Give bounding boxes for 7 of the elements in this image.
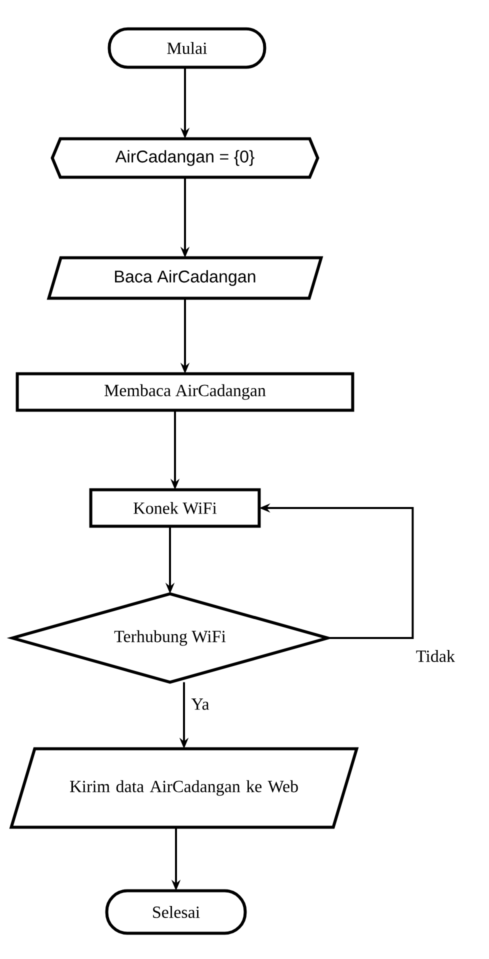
process-box: Konek WiFi xyxy=(89,488,261,528)
edge-label: Tidak xyxy=(414,649,456,663)
edge-label: Ya xyxy=(190,698,210,711)
terminator-box: Mulai xyxy=(108,27,266,69)
terminator-box: Selesai xyxy=(105,889,247,935)
preparation-hexagon: AirCadangan = {0} xyxy=(50,137,320,179)
process-box: Membaca AirCadangan xyxy=(16,372,354,412)
